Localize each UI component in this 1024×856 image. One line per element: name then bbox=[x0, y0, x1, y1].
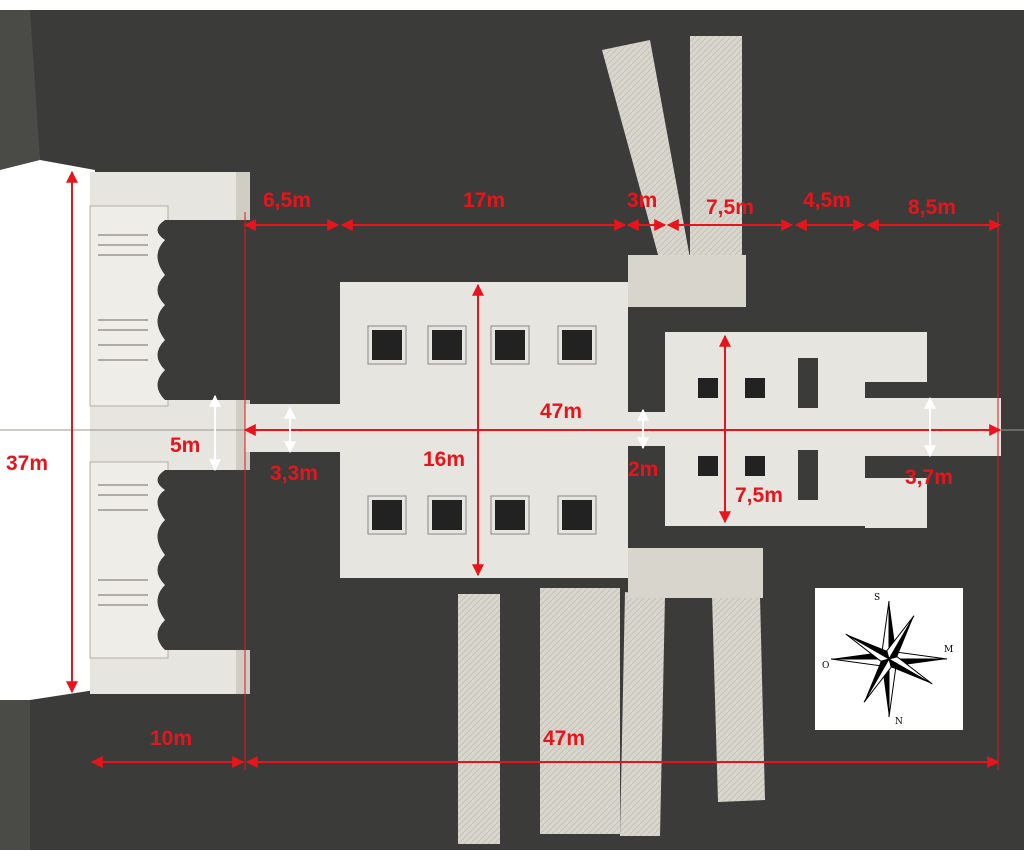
pillar-row-top bbox=[372, 330, 592, 360]
label-vestibule-width: 7,5m bbox=[735, 484, 783, 507]
dimension-lines-dark bbox=[209, 394, 936, 472]
dimension-lines bbox=[66, 170, 1002, 770]
label-vestibule: 7,5m bbox=[706, 196, 754, 219]
label-total-length: 47m bbox=[543, 727, 585, 750]
compass-top-letter: S bbox=[874, 593, 880, 603]
label-portico: 6,5m bbox=[263, 189, 311, 212]
label-passage: 3m bbox=[627, 189, 657, 212]
label-sanctuary-width: 3,7m bbox=[905, 466, 953, 489]
pillar-row-bottom bbox=[372, 500, 592, 530]
compass-bottom-letter: N bbox=[895, 717, 903, 727]
label-hypostyle-length: 17m bbox=[463, 189, 505, 212]
label-axis-length: 47m bbox=[540, 400, 582, 423]
side-chambers-bottom bbox=[458, 548, 765, 844]
facade-court bbox=[89, 172, 250, 694]
entrance-corridor bbox=[245, 404, 345, 452]
label-facade-depth: 10m bbox=[150, 727, 192, 750]
label-transverse-hall: 4,5m bbox=[803, 189, 851, 212]
label-entrance-width: 5m bbox=[170, 434, 200, 457]
label-corridor-width: 3,3m bbox=[270, 462, 318, 485]
side-chambers-top bbox=[602, 36, 746, 307]
compass-left-letter: O bbox=[822, 661, 829, 671]
label-hypostyle-width: 16m bbox=[423, 448, 465, 471]
label-total-height: 37m bbox=[6, 452, 48, 475]
label-sanctuary: 8,5m bbox=[908, 196, 956, 219]
label-door-width: 2m bbox=[628, 458, 658, 481]
compass-rose-icon: S N M O bbox=[815, 588, 963, 730]
compass-right-letter: M bbox=[944, 645, 953, 655]
